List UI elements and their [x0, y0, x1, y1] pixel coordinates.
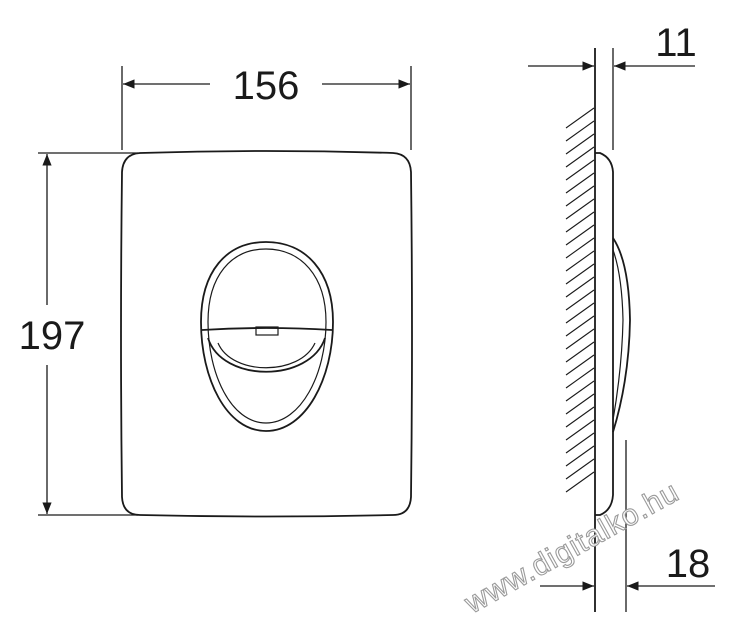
hatch-line	[565, 237, 595, 259]
hatch-line	[565, 406, 595, 428]
hatch-line	[565, 276, 595, 298]
hatch-line	[565, 120, 595, 142]
brand-logo	[255, 326, 279, 336]
hatch-line	[565, 302, 595, 324]
hatch-line	[565, 367, 595, 389]
side-view	[565, 48, 631, 612]
wall-hatching	[565, 107, 595, 493]
height-label: 197	[19, 314, 86, 358]
button-side-bulge	[612, 237, 631, 433]
watermark-text: www.digitalko.hu	[459, 475, 685, 620]
hatch-line	[565, 341, 595, 363]
hatch-line	[565, 380, 595, 402]
hatch-line	[565, 289, 595, 311]
width-dimension	[121, 66, 412, 150]
front-view	[120, 150, 413, 518]
hatch-line	[565, 224, 595, 246]
thickness-label: 11	[655, 21, 697, 65]
button-side-inner	[612, 249, 624, 421]
lower-button-crescent	[207, 337, 326, 373]
depth-label: 18	[666, 542, 711, 586]
hatch-line	[565, 172, 595, 194]
hatch-line	[565, 185, 595, 207]
hatch-line	[565, 354, 595, 376]
hatch-line	[565, 146, 595, 168]
hatch-line	[565, 263, 595, 285]
button-split-line	[201, 327, 333, 331]
flush-button-outer	[200, 241, 334, 432]
width-label: 156	[233, 64, 300, 108]
hatch-line	[565, 107, 595, 129]
flush-button-inner	[207, 248, 327, 424]
hatch-line	[565, 211, 595, 233]
lower-button-inner-crescent	[217, 342, 316, 369]
plate-side-profile	[595, 152, 614, 516]
hatch-line	[565, 198, 595, 220]
hatch-line	[565, 250, 595, 272]
hatch-line	[565, 328, 595, 350]
hatch-line	[565, 159, 595, 181]
thickness-dimension	[528, 48, 695, 150]
hatch-line	[565, 445, 595, 467]
hatch-line	[565, 458, 595, 480]
hatch-line	[565, 419, 595, 441]
hatch-line	[565, 315, 595, 337]
height-dimension	[38, 152, 138, 516]
hatch-line	[565, 133, 595, 155]
hatch-line	[565, 393, 595, 415]
depth-dimension	[540, 440, 715, 612]
hatch-line	[565, 471, 595, 493]
flush-plate-outline	[120, 150, 413, 518]
hatch-line	[565, 432, 595, 454]
